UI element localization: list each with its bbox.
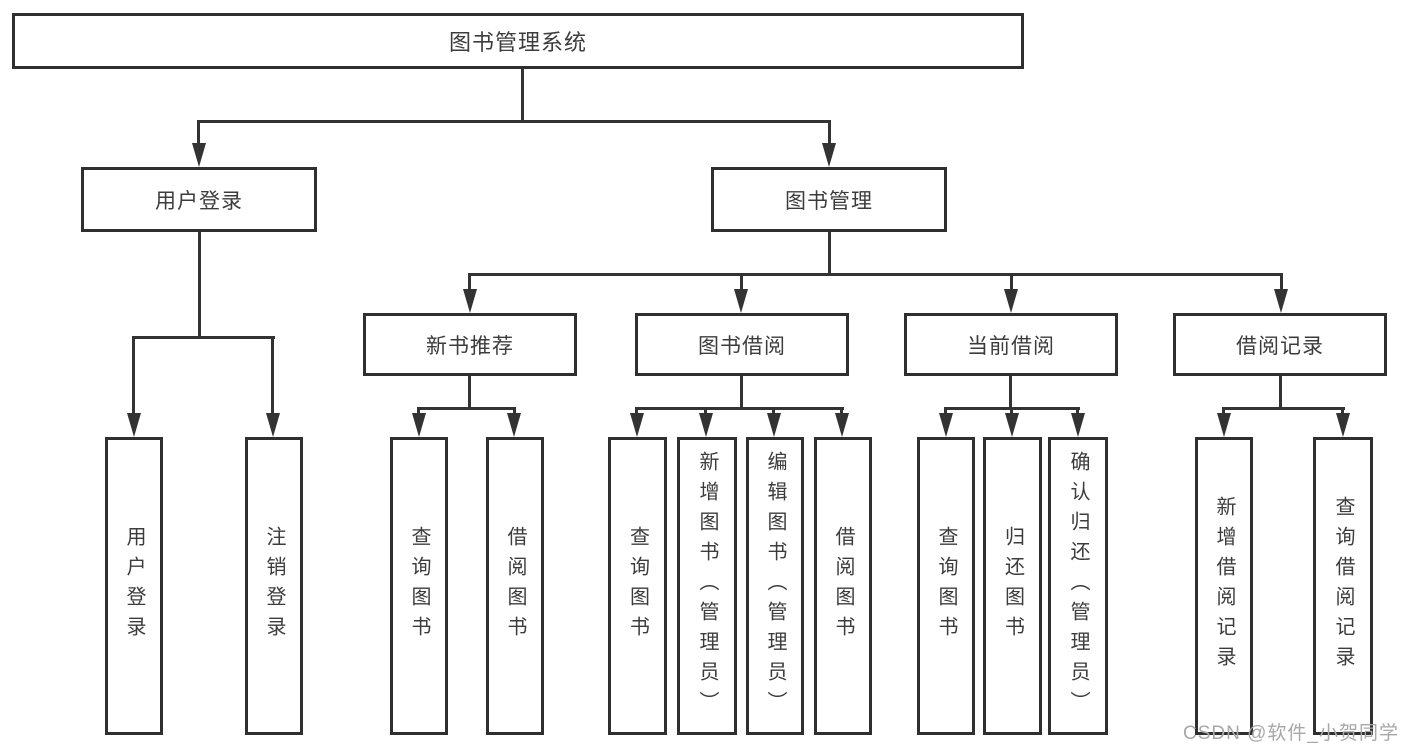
node-borrow-records-label: 借阅记录 — [1236, 334, 1324, 358]
edge-book-management-stem — [828, 232, 831, 273]
arrowhead-leaf-logout — [266, 413, 280, 437]
node-user-login-label: 用户登录 — [155, 189, 243, 213]
edge-root-to-book-management — [828, 120, 831, 146]
edge-root-bus — [198, 120, 831, 123]
edge-book-borrow-bus — [636, 407, 844, 410]
node-leaf-add-books-admin: 新增图书（管理员） — [677, 437, 737, 735]
edge-to-leaf-query-books-1 — [417, 407, 420, 417]
arrowhead-leaf-add-borrow-record — [1217, 413, 1231, 437]
edge-root-stem — [521, 69, 524, 120]
node-leaf-borrow-books-2: 借阅图书 — [814, 437, 872, 735]
edge-book-management-bus — [469, 273, 1283, 276]
edge-book-borrow-stem — [740, 376, 743, 407]
edge-to-leaf-borrow-books-2 — [840, 407, 843, 417]
node-book-management: 图书管理 — [711, 167, 947, 232]
arrowhead-leaf-query-books-3 — [939, 413, 953, 437]
edge-current-borrow-stem — [1009, 376, 1012, 407]
arrowhead-new-book-recommend — [463, 289, 477, 313]
node-leaf-logout: 注销登录 — [245, 437, 303, 735]
node-leaf-user-login: 用户登录 — [105, 437, 163, 735]
node-leaf-confirm-return-admin: 确认归还（管理员） — [1048, 437, 1108, 735]
edge-borrow-records-bus — [1223, 407, 1345, 410]
node-new-book-recommend-label: 新书推荐 — [426, 334, 514, 358]
node-leaf-user-login-label: 用户登录 — [123, 526, 145, 646]
edge-to-leaf-edit-books — [772, 407, 775, 417]
edge-to-book-borrow — [740, 273, 743, 291]
edge-to-new-book-recommend — [468, 273, 471, 291]
node-borrow-records: 借阅记录 — [1173, 313, 1387, 376]
arrowhead-leaf-query-books-1 — [412, 413, 426, 437]
node-user-login: 用户登录 — [81, 167, 317, 232]
arrowhead-borrow-records — [1274, 289, 1288, 313]
edge-to-leaf-query-books-3 — [944, 407, 947, 417]
node-leaf-add-borrow-record-label: 新增借阅记录 — [1213, 496, 1235, 676]
arrowhead-leaf-borrow-books-1 — [507, 413, 521, 437]
node-leaf-borrow-books-1-label: 借阅图书 — [504, 526, 526, 646]
arrowhead-leaf-return-books — [1005, 413, 1019, 437]
edge-to-current-borrow — [1010, 273, 1013, 291]
node-leaf-borrow-books-1: 借阅图书 — [486, 437, 544, 735]
node-leaf-add-borrow-record: 新增借阅记录 — [1195, 437, 1253, 735]
arrowhead-leaf-query-borrow-record — [1336, 413, 1350, 437]
arrowhead-book-management — [822, 143, 836, 167]
edge-new-book-recommend-bus — [418, 407, 516, 410]
arrowhead-leaf-edit-books — [767, 413, 781, 437]
node-leaf-edit-books-admin: 编辑图书（管理员） — [746, 437, 804, 735]
edge-to-leaf-borrow-books-1 — [513, 407, 516, 417]
edge-to-leaf-confirm-return — [1076, 407, 1079, 417]
node-library-system: 图书管理系统 — [12, 13, 1024, 69]
node-current-borrow-label: 当前借阅 — [967, 334, 1055, 358]
edge-to-leaf-logout — [271, 336, 274, 415]
node-leaf-query-books-1: 查询图书 — [390, 437, 448, 735]
watermark: CSDN @软件_小贺同学 — [1183, 723, 1399, 744]
node-new-book-recommend: 新书推荐 — [363, 313, 577, 376]
edge-to-leaf-add-books — [704, 407, 707, 417]
arrowhead-current-borrow — [1004, 289, 1018, 313]
edge-to-leaf-add-borrow-record — [1222, 407, 1225, 417]
node-leaf-query-borrow-record-label: 查询借阅记录 — [1332, 496, 1354, 676]
edge-to-borrow-records — [1280, 273, 1283, 291]
node-leaf-query-borrow-record: 查询借阅记录 — [1313, 437, 1373, 735]
node-leaf-confirm-return-admin-label: 确认归还（管理员） — [1067, 451, 1089, 721]
node-leaf-return-books-label: 归还图书 — [1001, 526, 1024, 646]
node-book-management-label: 图书管理 — [785, 189, 873, 213]
node-book-borrow: 图书借阅 — [635, 313, 849, 376]
edge-to-leaf-query-books-2 — [635, 407, 638, 417]
node-leaf-query-books-3: 查询图书 — [917, 437, 975, 735]
node-leaf-query-books-3-label: 查询图书 — [935, 526, 957, 646]
edge-new-book-recommend-stem — [468, 376, 471, 407]
node-book-borrow-label: 图书借阅 — [698, 334, 786, 358]
arrowhead-leaf-login — [127, 413, 141, 437]
node-leaf-query-books-2: 查询图书 — [608, 437, 667, 735]
edge-user-login-stem — [198, 232, 201, 336]
arrowhead-leaf-borrow-books-2 — [835, 413, 849, 437]
edge-to-leaf-query-borrow-record — [1341, 407, 1344, 417]
node-leaf-logout-label: 注销登录 — [263, 526, 285, 646]
edge-root-to-user-login — [197, 120, 200, 146]
node-leaf-add-books-admin-label: 新增图书（管理员） — [696, 451, 718, 721]
edge-to-leaf-return-books — [1010, 407, 1013, 417]
arrowhead-leaf-query-books-2 — [630, 413, 644, 437]
node-leaf-return-books: 归还图书 — [983, 437, 1042, 735]
node-leaf-edit-books-admin-label: 编辑图书（管理员） — [764, 451, 786, 721]
node-library-system-label: 图书管理系统 — [448, 30, 587, 55]
node-leaf-query-books-2-label: 查询图书 — [626, 526, 649, 646]
edge-borrow-records-stem — [1279, 376, 1282, 407]
arrowhead-user-login — [192, 143, 206, 167]
arrowhead-book-borrow — [734, 289, 748, 313]
edge-user-login-bus — [133, 336, 275, 339]
node-leaf-query-books-1-label: 查询图书 — [408, 526, 430, 646]
arrowhead-leaf-confirm-return — [1071, 413, 1085, 437]
edge-to-leaf-login — [132, 336, 135, 415]
arrowhead-leaf-add-books — [699, 413, 713, 437]
node-current-borrow: 当前借阅 — [904, 313, 1118, 376]
node-leaf-borrow-books-2-label: 借阅图书 — [832, 526, 854, 646]
